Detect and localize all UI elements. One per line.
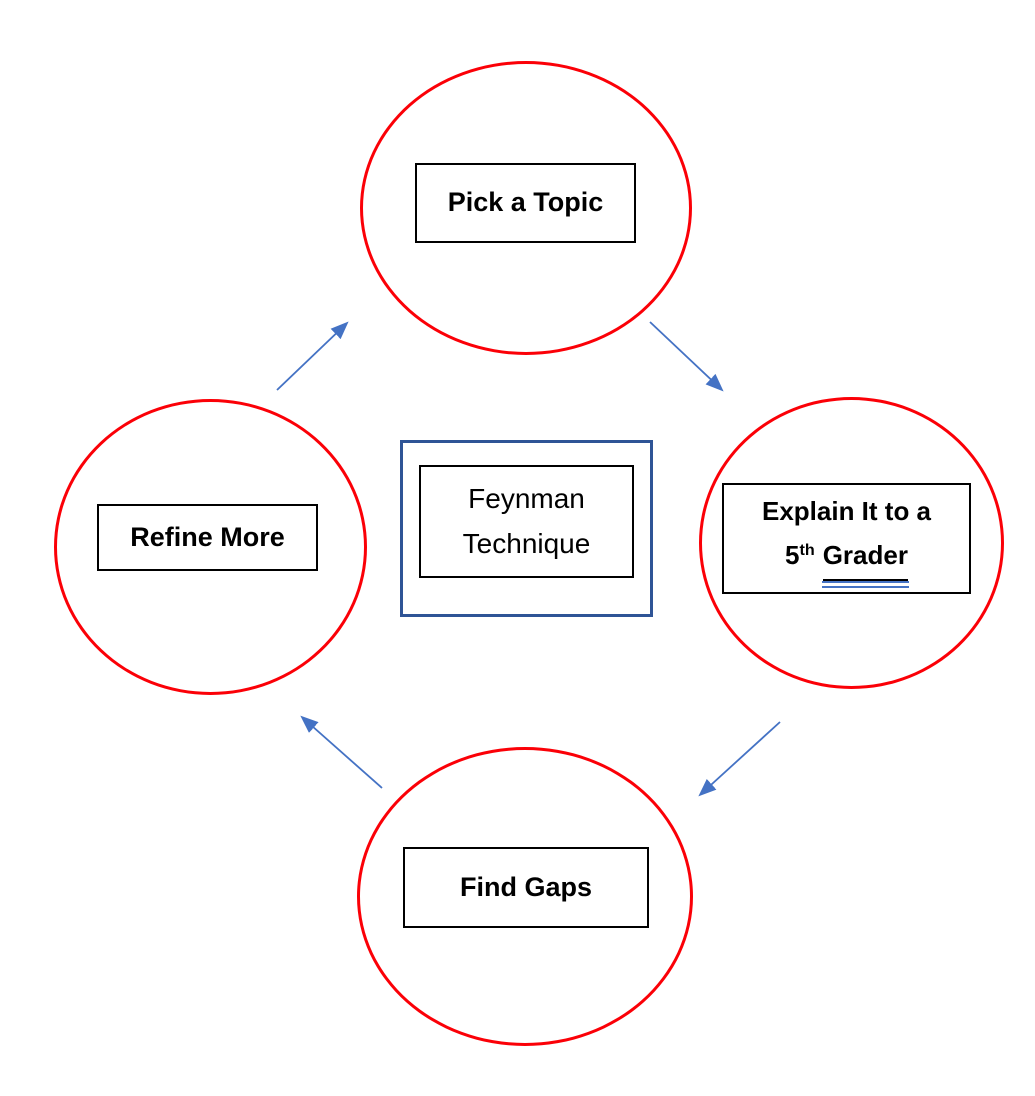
ordinal-suffix: th bbox=[799, 541, 815, 560]
label-find-gaps: Find Gaps bbox=[403, 847, 649, 928]
center-title-line1: Feynman bbox=[468, 482, 585, 514]
pick-a-topic-text: Pick a Topic bbox=[447, 187, 604, 218]
center-box-inner: Feynman Technique bbox=[419, 465, 634, 578]
arrow-find-to-refine bbox=[300, 715, 383, 789]
label-refine-more: Refine More bbox=[97, 504, 318, 571]
grader-underlined-word: Grader bbox=[821, 534, 910, 588]
grade-number: 5 bbox=[785, 540, 800, 570]
circle-pick-a-topic bbox=[360, 61, 692, 355]
label-explain-it: Explain It to a 5th Grader bbox=[722, 483, 971, 594]
explain-line1: Explain It to a bbox=[761, 496, 932, 527]
center-title-line2: Technique bbox=[462, 527, 591, 559]
explain-line2: 5th Grader bbox=[785, 534, 910, 588]
arrow-explain-to-find bbox=[698, 721, 781, 797]
center-box-outer: Feynman Technique bbox=[400, 440, 653, 617]
refine-more-text: Refine More bbox=[130, 521, 285, 552]
arrow-refine-to-pick bbox=[276, 321, 349, 391]
label-pick-a-topic: Pick a Topic bbox=[415, 163, 636, 243]
circle-explain-it bbox=[699, 397, 1004, 689]
circle-find-gaps bbox=[357, 747, 693, 1046]
arrow-pick-to-explain bbox=[649, 321, 724, 392]
circle-refine-more bbox=[54, 399, 367, 695]
find-gaps-text: Find Gaps bbox=[459, 871, 592, 902]
